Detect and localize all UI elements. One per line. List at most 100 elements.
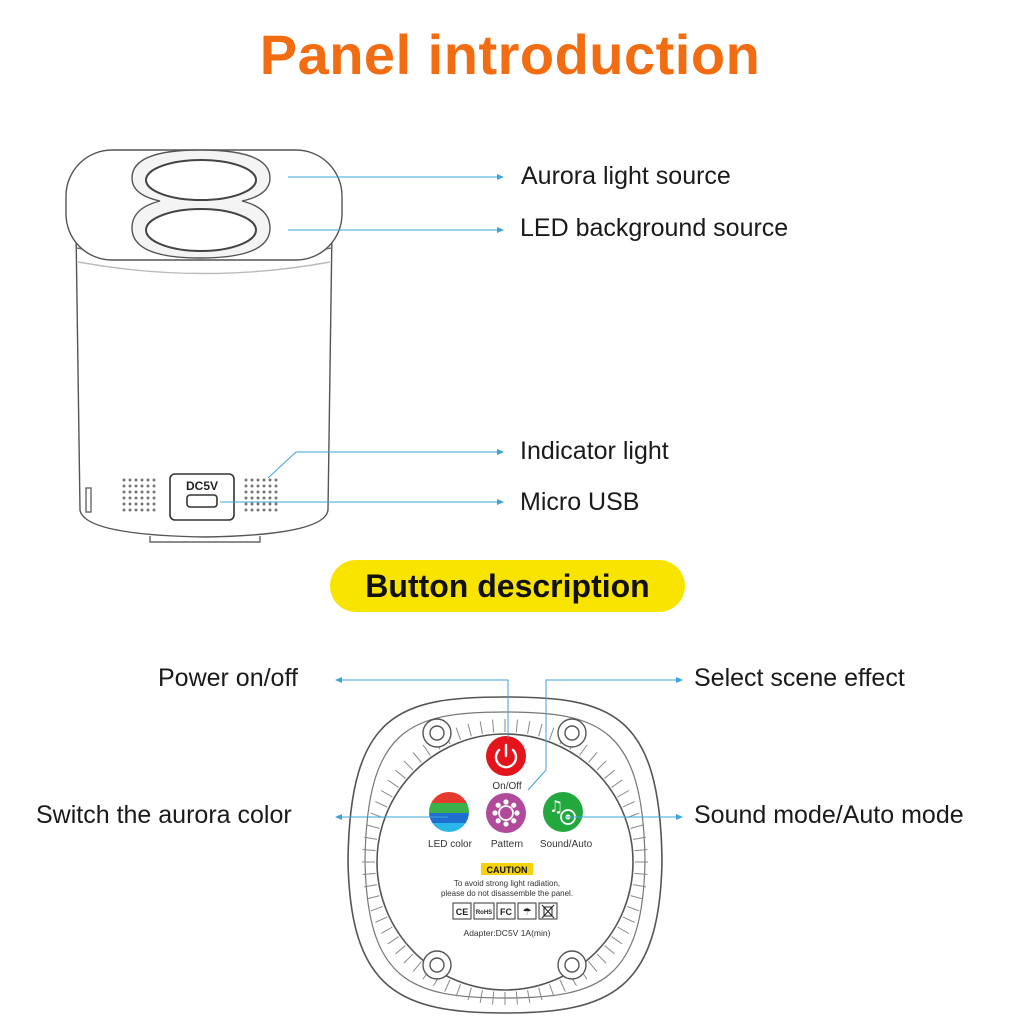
device-ledge-lower bbox=[77, 261, 331, 275]
grill-dot bbox=[244, 478, 248, 482]
speaker-grill-right bbox=[244, 478, 278, 512]
grill-dot bbox=[146, 496, 150, 500]
vent-slot bbox=[622, 801, 635, 808]
vent-slot bbox=[492, 991, 495, 1005]
grill-dot bbox=[274, 508, 278, 512]
side-slot bbox=[85, 487, 92, 513]
grill-dot bbox=[134, 496, 138, 500]
grill-dot bbox=[262, 478, 266, 482]
pattern-petal bbox=[514, 810, 520, 816]
grill-dot bbox=[128, 484, 132, 488]
leader-indicator bbox=[267, 451, 498, 479]
vent-slot bbox=[596, 760, 607, 771]
weee-bin-icon bbox=[541, 904, 555, 919]
grill-dot bbox=[140, 496, 144, 500]
grill-dot bbox=[128, 490, 132, 494]
grill-dot bbox=[122, 478, 126, 482]
vent-slot bbox=[622, 916, 635, 923]
vent-slot bbox=[364, 884, 378, 888]
speaker-grill-left bbox=[122, 478, 156, 512]
grill-dot bbox=[244, 508, 248, 512]
grill-dot bbox=[250, 484, 254, 488]
label-indicator-light: Indicator light bbox=[520, 437, 669, 465]
vent-slot bbox=[395, 945, 406, 955]
grill-dot bbox=[128, 502, 132, 506]
vent-slot bbox=[362, 872, 376, 875]
vent-slot bbox=[632, 884, 646, 888]
grill-dot bbox=[152, 484, 156, 488]
grill-dot bbox=[146, 490, 150, 494]
grill-dot bbox=[244, 490, 248, 494]
grill-dot bbox=[122, 484, 126, 488]
caution-line-1: To avoid strong light radiation, bbox=[454, 879, 560, 888]
vent-slot bbox=[596, 953, 607, 964]
caution-badge bbox=[481, 863, 533, 875]
screw-bottom-right-hole bbox=[564, 957, 580, 973]
grill-dot bbox=[256, 490, 260, 494]
button-arrows bbox=[335, 677, 683, 820]
grill-dot bbox=[122, 490, 126, 494]
vent-slot bbox=[395, 769, 406, 779]
port-label: DC5V bbox=[186, 479, 218, 493]
vent-slot bbox=[559, 979, 566, 992]
grill-dot bbox=[140, 484, 144, 488]
onoff-label: On/Off bbox=[492, 781, 521, 792]
vent-slot bbox=[604, 945, 615, 955]
grill-dot bbox=[128, 478, 132, 482]
grill-dot bbox=[268, 478, 272, 482]
vent-slot bbox=[538, 987, 543, 1001]
vent-slot bbox=[527, 721, 531, 735]
grill-dot bbox=[146, 502, 150, 506]
pattern-petal bbox=[503, 799, 509, 805]
grill-dot bbox=[152, 502, 156, 506]
grill-dot bbox=[134, 484, 138, 488]
cert-dry-box bbox=[517, 902, 537, 920]
arrow-led-bg bbox=[497, 227, 504, 233]
screw-top-right-hole bbox=[564, 725, 580, 741]
cert-ce-box bbox=[452, 902, 472, 920]
grill-dot bbox=[146, 478, 150, 482]
pattern-button[interactable] bbox=[486, 793, 526, 833]
arrow-scene bbox=[676, 677, 683, 683]
power-icon bbox=[494, 748, 518, 769]
grill-dot bbox=[134, 478, 138, 482]
vent-slot bbox=[467, 987, 472, 1001]
vent-slot bbox=[492, 719, 495, 733]
vent-slot bbox=[630, 895, 644, 900]
vent-slot bbox=[617, 926, 630, 934]
led-lens bbox=[145, 208, 257, 252]
led-color-label: LED color bbox=[428, 839, 473, 850]
label-micro-usb: Micro USB bbox=[520, 488, 640, 516]
pattern-label: Pattern bbox=[491, 839, 523, 850]
pattern-petal bbox=[495, 802, 501, 808]
screw-top-left-hole bbox=[429, 725, 445, 741]
led-color-button[interactable] bbox=[429, 792, 469, 833]
pattern-petal bbox=[503, 821, 509, 827]
device-illustration bbox=[65, 149, 343, 543]
grill-dot bbox=[140, 478, 144, 482]
grill-dot bbox=[140, 502, 144, 506]
grill-dot bbox=[268, 484, 272, 488]
grill-dot bbox=[244, 496, 248, 500]
vent-slot bbox=[444, 979, 451, 992]
grill-dot bbox=[152, 478, 156, 482]
vent-slot bbox=[366, 824, 380, 829]
vent-slot bbox=[515, 719, 518, 733]
cert-fc-box bbox=[496, 902, 516, 920]
grill-dot bbox=[262, 490, 266, 494]
adapter-spec: Adapter:DC5V 1A(min) bbox=[464, 928, 551, 938]
pattern-button-disc[interactable] bbox=[486, 793, 526, 833]
grill-dot bbox=[268, 496, 272, 500]
pattern-petal bbox=[511, 802, 517, 808]
vent-slot bbox=[375, 916, 388, 923]
grill-dot bbox=[244, 484, 248, 488]
power-button[interactable] bbox=[486, 736, 526, 776]
vent-slot bbox=[617, 790, 630, 798]
grill-dot bbox=[122, 496, 126, 500]
sound-auto-button[interactable]: ♫ bbox=[543, 792, 583, 832]
section-heading-pill: Button description bbox=[330, 560, 685, 612]
arrow-aurora bbox=[497, 174, 504, 180]
panel-leaders bbox=[220, 176, 498, 503]
grill-dot bbox=[250, 502, 254, 506]
grill-dot bbox=[262, 484, 266, 488]
